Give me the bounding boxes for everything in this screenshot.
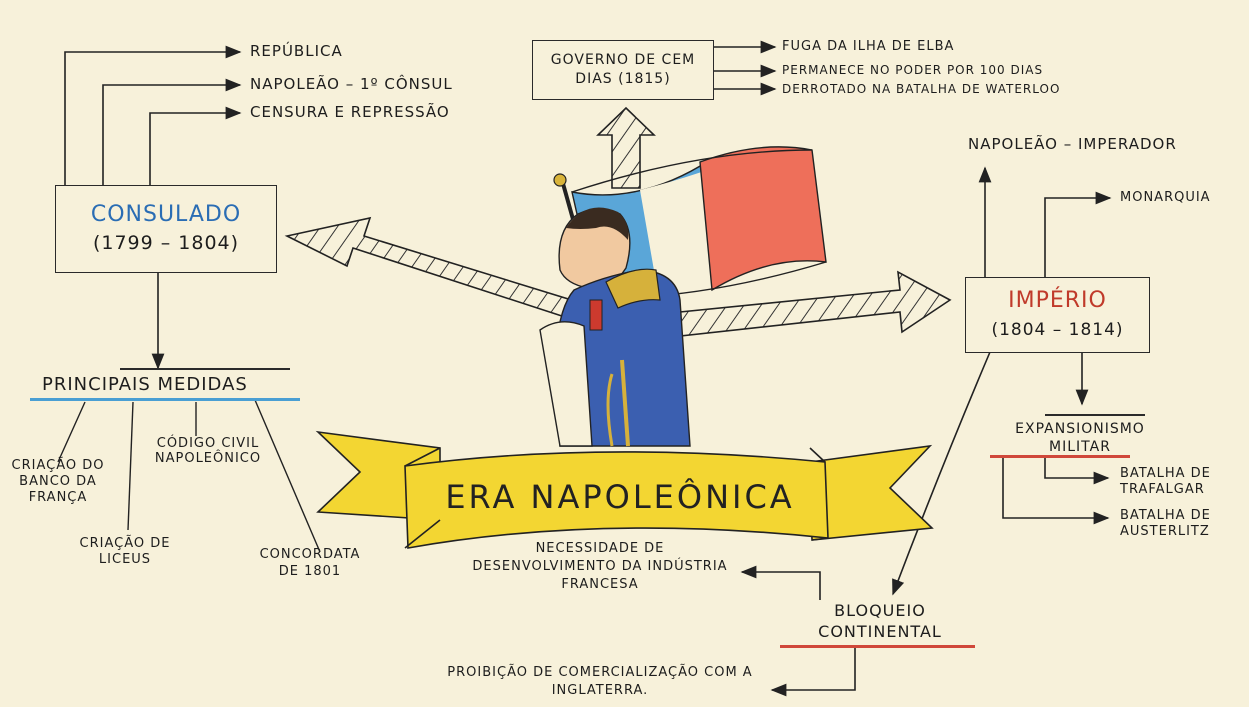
imperio-output-imperador: NAPOLEÃO – IMPERADOR	[968, 135, 1177, 153]
expansionismo-title: EXPANSIONISMO MILITAR	[1015, 421, 1145, 455]
consulado-output-republica: REPÚBLICA	[250, 42, 343, 60]
consulado-years: (1799 – 1804)	[92, 232, 240, 254]
imperio-output-monarquia: MONARQUIA	[1120, 190, 1211, 205]
medidas-underline	[30, 398, 300, 401]
imperio-box: IMPÉRIO (1804 – 1814)	[965, 277, 1150, 353]
medida-codigo-civil: CÓDIGO CIVIL NAPOLEÔNICO	[154, 436, 262, 466]
governo-output-fuga: FUGA DA ILHA DE ELBA	[782, 39, 955, 54]
imperio-title: IMPÉRIO	[1008, 288, 1107, 313]
imperio-years: (1804 – 1814)	[991, 320, 1124, 340]
governo-output-derrotado: DERROTADO NA BATALHA DE WATERLOO	[782, 82, 1061, 96]
bloqueio-title: BLOQUEIO CONTINENTAL	[818, 601, 942, 641]
batalha-trafalgar: BATALHA DE TRAFALGAR	[1120, 466, 1211, 497]
consulado-output-consul: NAPOLEÃO – 1º CÔNSUL	[250, 75, 453, 93]
main-title: ERA NAPOLEÔNICA	[445, 478, 795, 516]
medida-liceus: CRIAÇÃO DE LICEUS	[79, 536, 171, 567]
bloqueio-output-proibicao: PROIBIÇÃO DE COMERCIALIZAÇÃO COM A INGLA…	[447, 665, 753, 698]
governo-box: GOVERNO DE CEM DIAS (1815)	[532, 40, 714, 100]
batalha-austerlitz: BATALHA DE AUSTERLITZ	[1120, 508, 1211, 539]
governo-output-permanece: PERMANECE NO PODER POR 100 DIAS	[782, 63, 1044, 77]
bloqueio-output-industria: NECESSIDADE DE DESENVOLVIMENTO DA INDÚST…	[472, 541, 728, 592]
medida-banco: CRIAÇÃO DO BANCO DA FRANÇA	[11, 458, 105, 505]
consulado-output-censura: CENSURA E REPRESSÃO	[250, 103, 450, 121]
consulado-box: CONSULADO (1799 – 1804)	[55, 185, 277, 273]
consulado-title: CONSULADO	[90, 202, 242, 227]
expansionismo-underline	[990, 455, 1130, 458]
expansionismo-top-line	[1045, 414, 1145, 416]
medidas-title: PRINCIPAIS MEDIDAS	[42, 374, 248, 395]
bloqueio-underline	[780, 645, 975, 648]
medida-concordata: CONCORDATA DE 1801	[259, 547, 361, 579]
governo-title: GOVERNO DE CEM DIAS (1815)	[550, 52, 696, 87]
medidas-top-line	[120, 368, 290, 370]
